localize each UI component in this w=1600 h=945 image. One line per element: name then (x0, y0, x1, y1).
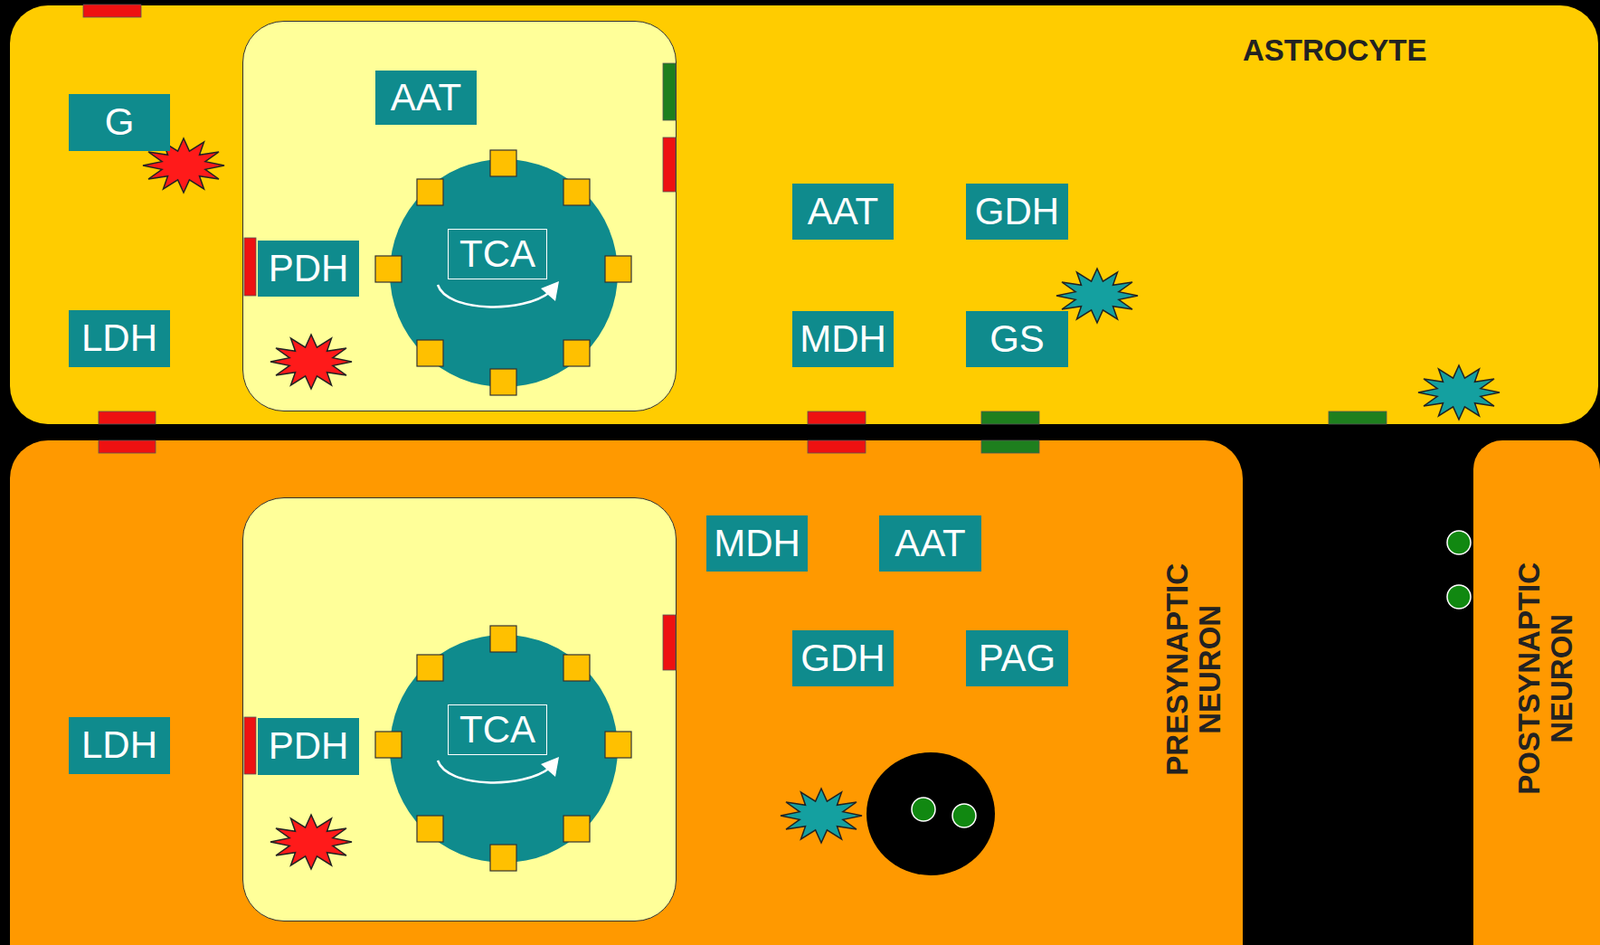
cycle-arrowhead (540, 281, 559, 302)
enzyme-label: AAT (390, 76, 463, 119)
cell-name: PRESYNAPTIC NEURON (1161, 556, 1228, 783)
enzyme-label: PAG (978, 637, 1057, 680)
cycle-arrow (437, 284, 550, 307)
transporter (662, 137, 676, 192)
transporter (981, 440, 1040, 454)
cell-name: ASTROCYTE (1242, 34, 1428, 67)
starburst (142, 138, 225, 193)
enzyme-box: PAG (965, 630, 1069, 687)
transporter (1328, 411, 1387, 425)
transporter (662, 63, 676, 121)
carrier-square (605, 255, 632, 283)
enzyme-label: PDH (268, 725, 350, 767)
carrier-square (416, 654, 444, 682)
transporter (98, 440, 156, 454)
carrier-square (563, 815, 590, 843)
enzyme-box: G (68, 94, 171, 152)
cell-region: ASTROCYTE G AAT PDH TCA LDH AAT GDH MDH GS (9, 5, 1599, 425)
enzyme-box: GS (965, 311, 1069, 368)
enzyme-label: AAT (807, 190, 880, 233)
receptor (1447, 585, 1471, 609)
enzyme-label: AAT (894, 522, 966, 565)
cell-region: PRESYNAPTIC NEURON PDH TCA LDH MDH AAT GDH PAG (9, 440, 1243, 945)
carrier-square (490, 625, 517, 653)
enzyme-box: MDH (706, 515, 808, 572)
carrier-square (375, 255, 402, 283)
carrier-square (563, 179, 590, 206)
neurotransmitter (952, 804, 976, 828)
enzyme-box: LDH (68, 310, 171, 368)
enzyme-box: GDH (965, 183, 1069, 240)
carrier-square (563, 654, 590, 682)
enzyme-box: AAT (879, 515, 982, 572)
cell-name: POSTSYNAPTIC NEURON (1513, 547, 1580, 810)
enzyme-box: AAT (792, 183, 894, 240)
enzyme-box: PDH (257, 718, 360, 776)
carrier-square (416, 340, 444, 367)
transporter (662, 615, 676, 671)
carrier-square (490, 369, 517, 396)
cycle-arrowhead (540, 757, 559, 777)
transporter (83, 4, 142, 18)
decorations (83, 4, 1500, 876)
transporter (807, 411, 866, 425)
enzyme-label: G (104, 101, 135, 143)
transporter (244, 717, 256, 775)
transporter (98, 411, 156, 425)
enzyme-label: MDH (713, 522, 801, 565)
receptor (1447, 530, 1471, 555)
enzyme-box: LDH (68, 717, 171, 775)
carrier-square (416, 815, 444, 843)
cycle-arrow (437, 760, 550, 783)
neurotransmitter (911, 797, 936, 822)
synaptic-vesicle (866, 752, 995, 876)
starburst (270, 334, 352, 389)
enzyme-label: LDH (81, 724, 158, 767)
enzyme-label: MDH (799, 318, 887, 360)
cell-region: POSTSYNAPTIC NEURON (1473, 440, 1600, 945)
starburst (270, 814, 352, 870)
enzyme-label: LDH (81, 317, 158, 360)
transporter (981, 411, 1040, 425)
enzyme-box: AAT (375, 70, 477, 125)
carrier-square (563, 340, 590, 367)
cycle-label: TCA (447, 228, 548, 280)
enzyme-box: GDH (792, 630, 894, 687)
carrier-square (490, 150, 517, 177)
enzyme-label: GDH (800, 637, 885, 680)
transporter (244, 237, 256, 296)
carrier-square (605, 731, 632, 758)
carrier-square (416, 179, 444, 206)
enzyme-label: GS (989, 318, 1045, 360)
starburst (780, 788, 862, 843)
enzyme-box: PDH (257, 240, 360, 297)
enzyme-label: GDH (975, 190, 1060, 233)
carrier-square (375, 731, 402, 758)
starburst (1056, 268, 1138, 323)
starburst (1418, 365, 1500, 420)
enzyme-label: PDH (268, 247, 350, 290)
transporter (807, 440, 866, 454)
cycle-label: TCA (447, 704, 548, 756)
enzyme-box: MDH (792, 311, 894, 368)
carrier-square (490, 844, 517, 872)
